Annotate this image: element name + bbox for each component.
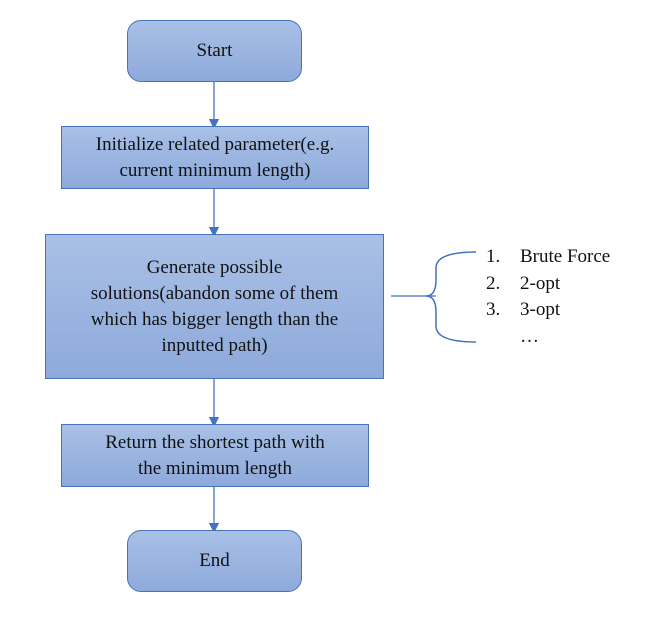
solution-item: 3. 3-opt (486, 297, 656, 324)
solution-label: 3-opt (520, 299, 561, 320)
generate-line-3: which has bigger length than the (90, 308, 339, 330)
end-node: End (127, 530, 302, 592)
start-label: Start (196, 40, 233, 61)
generate-line-2: solutions(abandon some of them (90, 282, 339, 304)
solution-item: 1. Brute Force (486, 244, 656, 271)
solution-number: 1. (486, 246, 501, 267)
solution-more: … (486, 324, 656, 351)
solution-label: Brute Force (520, 246, 611, 267)
return-node: Return the shortest path with the minimu… (61, 424, 369, 487)
generate-node: Generate possible solutions(abandon some… (45, 234, 384, 379)
curly-brace (425, 251, 477, 343)
return-line-2: the minimum length (137, 457, 293, 479)
init-line-1: Initialize related parameter(e.g. (95, 133, 335, 155)
return-line-1: Return the shortest path with (105, 431, 325, 453)
start-node: Start (127, 20, 302, 82)
init-line-2: current minimum length) (119, 159, 311, 181)
generate-line-4: inputted path) (161, 334, 268, 356)
solution-methods-list: 1. Brute Force 2. 2-opt 3. 3-opt … (486, 244, 656, 350)
solution-number: 3. (486, 299, 501, 320)
init-node: Initialize related parameter(e.g. curren… (61, 126, 369, 189)
end-label: End (199, 550, 230, 571)
solution-label: 2-opt (520, 272, 561, 294)
generate-line-1: Generate possible (146, 256, 283, 278)
solution-number: 2. (486, 272, 501, 294)
solution-item: 2. 2-opt (486, 271, 656, 298)
solution-ellipsis: … (520, 325, 539, 347)
